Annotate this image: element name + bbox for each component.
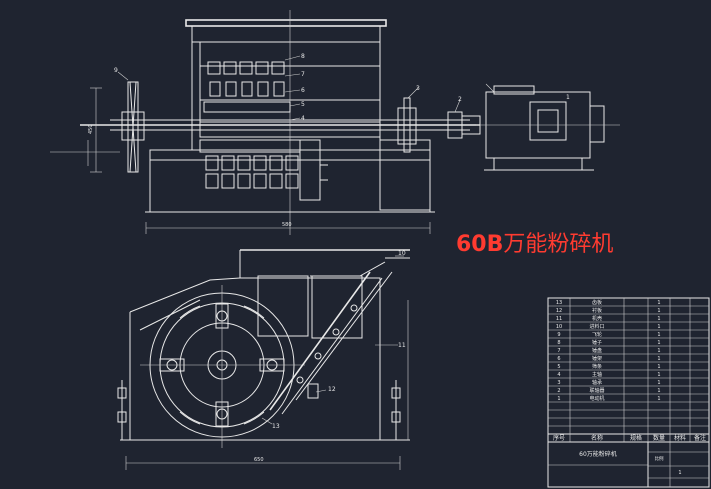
bom-row-qty: 1: [657, 324, 660, 330]
bom-row-no: 11: [556, 316, 562, 322]
bom-header-cell: 备注: [694, 434, 706, 442]
bom-row-no: 1: [557, 396, 560, 402]
title-block-lines: [547, 297, 710, 488]
bom-row-qty: 1: [657, 308, 660, 314]
bom-row-qty: 1: [657, 348, 660, 354]
bom-row-qty: 1: [657, 340, 660, 346]
bom-row-name: 飞轮: [592, 331, 602, 338]
bom-row-qty: 1: [657, 372, 660, 378]
dim-height: 450: [88, 124, 94, 134]
bom-row-no: 6: [557, 356, 560, 362]
part-label: 2: [458, 96, 462, 103]
part-label: 11: [398, 342, 406, 349]
bom-row-no: 10: [556, 324, 562, 330]
part-label: 6: [301, 87, 305, 94]
bom-row-qty: 1: [657, 332, 660, 338]
bom-header-cell: 序号: [553, 434, 565, 442]
part-label: 9: [114, 67, 118, 74]
bom-row-qty: 1: [657, 364, 660, 370]
bom-row-name: 筛条: [592, 363, 602, 370]
dim-side-width: 650: [254, 457, 264, 463]
lower-hammer-row: [199, 139, 328, 201]
bom-row-qty: 1: [657, 300, 660, 306]
rotor: [140, 285, 305, 448]
bom-row-name: 衬板: [592, 307, 602, 314]
bom-row-name: 机壳: [592, 315, 602, 322]
upper-hammer-row: [203, 61, 291, 113]
bom-row-no: 9: [557, 332, 560, 338]
bom-row-no: 7: [557, 348, 560, 354]
part-label: 10: [398, 250, 406, 257]
bom-row-no: 8: [557, 340, 560, 346]
part-label: 3: [416, 85, 420, 92]
bom-header-cell: 材料: [674, 434, 686, 442]
part-label: 1: [566, 94, 570, 101]
bom-drawing-name: 60万能粉碎机: [579, 450, 617, 458]
dim-front-width: 580: [282, 222, 292, 228]
motor: [476, 85, 620, 171]
bom-row-qty: 1: [657, 380, 660, 386]
part-label: 7: [301, 71, 305, 78]
bom-row-name: 进料口: [589, 323, 604, 330]
part-label: 4: [301, 115, 305, 122]
part-label: 8: [301, 53, 305, 60]
bom-row-name: 锤架: [592, 355, 602, 362]
part-label: 5: [301, 101, 305, 108]
bom-row-name: 主轴: [592, 371, 602, 378]
bom-scale-label: 比例: [655, 455, 664, 462]
bom-row-qty: 1: [657, 356, 660, 362]
bom-row-name: 锤盘: [592, 347, 602, 354]
bom-row-qty: 1: [657, 388, 660, 394]
bom-header-cell: 规格: [630, 434, 642, 442]
drawing-title-name: 万能粉碎机: [503, 232, 614, 257]
bom-row-name: 电动机: [589, 395, 604, 402]
drawing-title: 60B万能粉碎机: [456, 226, 613, 258]
tooth-plate: [269, 271, 393, 415]
side-view: [117, 249, 410, 470]
bom-sheet: 1: [678, 470, 681, 476]
bom-row-name: 联轴器: [589, 387, 604, 394]
bom-row-qty: 1: [657, 316, 660, 322]
bom-row-name: 齿板: [592, 299, 602, 306]
bom-row-name: 轴承: [592, 379, 602, 386]
part-label: 12: [328, 386, 336, 393]
bom-row-name: 锤子: [592, 339, 602, 346]
bom-header-cell: 数量: [653, 434, 665, 442]
bom-row-no: 12: [556, 308, 562, 314]
bom-row-qty: 1: [657, 396, 660, 402]
bom-row-no: 2: [557, 388, 560, 394]
bom-header-cell: 名称: [591, 434, 603, 442]
drawing-title-model: 60B: [456, 232, 504, 257]
bom-row-no: 13: [556, 300, 562, 306]
front-view: [50, 10, 620, 235]
bom-row-no: 3: [557, 380, 560, 386]
bom-row-no: 5: [557, 364, 560, 370]
bom-row-no: 4: [557, 372, 560, 378]
part-label: 13: [272, 423, 280, 430]
